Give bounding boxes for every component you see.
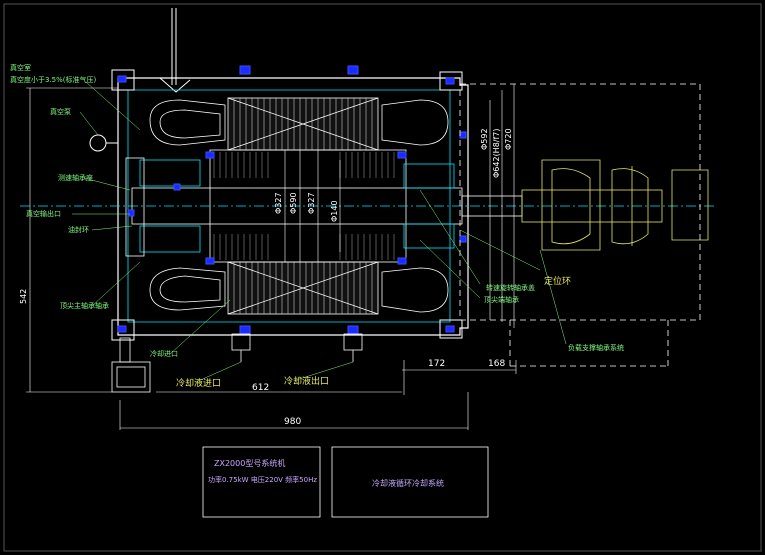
label-sensor-bearing: 测速轴承座 <box>58 173 93 182</box>
label-vacuum-outlet: 真空输出口 <box>26 209 61 218</box>
label-secondary-bearing: 顶尖端轴承 <box>484 295 519 304</box>
dim-w612: 612 <box>252 383 269 393</box>
stator-upper <box>227 97 379 151</box>
load-enclosure <box>459 83 701 367</box>
leader-lines <box>72 81 567 383</box>
dim-w172: 172 <box>428 359 445 369</box>
load-assembly <box>541 159 709 251</box>
title-block <box>202 446 489 518</box>
title-model: ZX2000型号系统机 <box>214 458 285 468</box>
label-seal-ring: 油封环 <box>68 225 89 234</box>
lifting-rod <box>159 8 191 93</box>
label-positioning-ring: 定位环 <box>544 275 571 287</box>
coolant-ports <box>231 333 363 362</box>
label-coolant-inlet-upper: 冷却进口 <box>150 349 178 358</box>
dim-d590: Φ590 <box>289 192 298 214</box>
dim-d327-a: Φ327 <box>274 192 283 214</box>
label-coolant-outlet: 冷却液出口 <box>284 375 329 387</box>
dim-w168: 168 <box>488 359 505 369</box>
label-vacuum-chamber: 真空室 <box>10 63 31 72</box>
label-load-support: 负载支撑轴承系统 <box>568 343 624 352</box>
title-system: 冷却液循环冷却系统 <box>372 478 444 488</box>
label-coolant-inlet: 冷却液进口 <box>176 377 221 389</box>
label-positioning-shaft-cover: 转速旋转轴承盖 <box>486 283 535 292</box>
shaft <box>20 187 715 225</box>
stator-lower <box>227 261 379 315</box>
label-vacuum-pump: 真空泵 <box>50 107 71 116</box>
title-specs: 功率0.75kW 电压220V 频率50Hz <box>208 475 317 484</box>
dim-d642: Φ642(H8/f7) <box>492 128 501 178</box>
dim-d720: Φ720 <box>504 128 513 150</box>
dim-d327-b: Φ327 <box>307 192 316 214</box>
label-vacuum-degree: 真空度小于3.5%(标准气压) <box>10 75 97 84</box>
dim-d140: Φ140 <box>330 200 339 222</box>
end-windings <box>149 99 449 313</box>
dim-h542: 542 <box>19 289 28 304</box>
bolts <box>117 65 467 335</box>
label-balance-shaft-bearing: 顶尖主轴承轴承 <box>60 301 109 310</box>
bearings <box>125 157 455 257</box>
dim-d592: Φ592 <box>480 128 489 150</box>
mount-stand <box>111 337 151 393</box>
dimension-lines <box>26 84 517 430</box>
dim-w980: 980 <box>284 417 301 427</box>
